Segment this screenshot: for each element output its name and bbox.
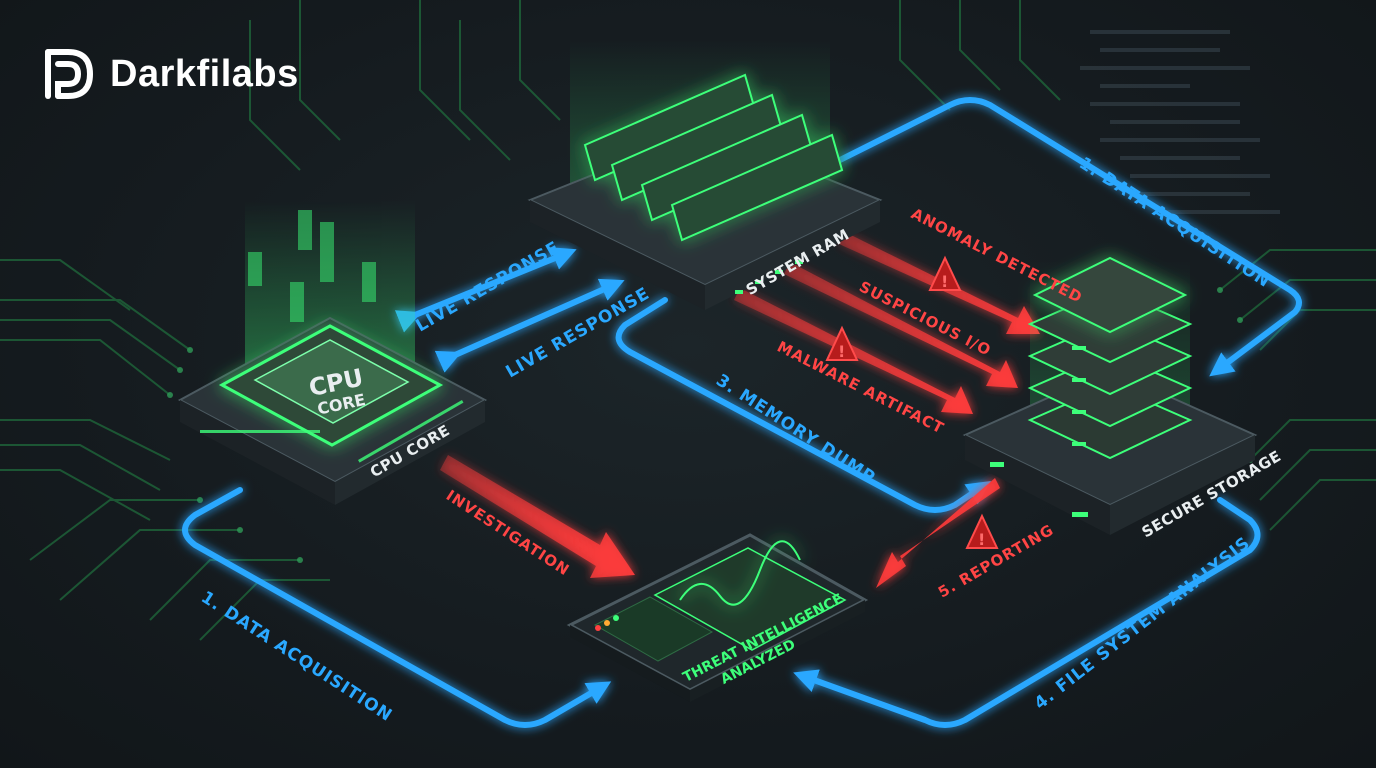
- flow-label-reporting: 5. REPORTING: [935, 521, 1057, 602]
- brand-name: Darkfilabs: [110, 52, 299, 95]
- flow-label-data-acquisition-left: 1. DATA ACQUISITION: [197, 587, 396, 726]
- warning-icon: !: [928, 255, 962, 291]
- darkfilabs-logo-icon: [45, 49, 94, 99]
- circuit-traces: [0, 0, 1376, 641]
- flow-file-system-analysis: [793, 497, 1261, 728]
- flow-label-live-response-1: LIVE RESPONSE: [413, 238, 564, 337]
- threat-dashboard-block: [566, 533, 869, 702]
- svg-text:!: !: [838, 342, 845, 361]
- arrow-reporting: [876, 478, 1000, 588]
- code-texture: [1080, 30, 1280, 214]
- svg-text:!: !: [941, 272, 948, 291]
- ram-sticks: [583, 73, 844, 242]
- flow-label-anomaly-detected: ANOMALY DETECTED: [908, 205, 1085, 307]
- cpu-core-block: [177, 200, 488, 505]
- warning-icon: !: [825, 325, 859, 361]
- brand-logo: Darkfilabs: [44, 46, 299, 102]
- arrow-suspicious-io: [784, 262, 1018, 388]
- svg-text:!: !: [978, 530, 985, 549]
- flow-live-response-2: [434, 278, 625, 373]
- secure-storage-block: [962, 256, 1258, 535]
- warning-icon: !: [965, 513, 999, 549]
- blue-flow-lines: [182, 97, 1302, 728]
- flow-data-acquisition-left: [182, 487, 612, 728]
- arrow-investigation: [440, 455, 635, 578]
- system-ram-block: [527, 40, 883, 310]
- server-stack: [1027, 256, 1193, 460]
- warning-icons: ! ! !: [825, 255, 999, 549]
- flow-data-acquisition-top: [837, 97, 1302, 377]
- flow-label-file-system-analysis: 4. FILE SYSTEM ANALYSIS: [1031, 533, 1255, 714]
